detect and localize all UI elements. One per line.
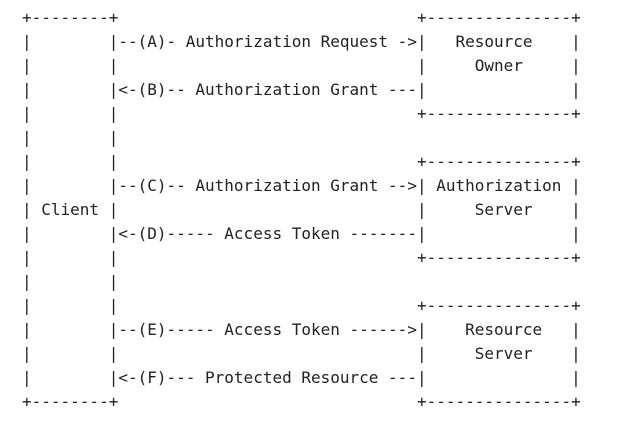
diagram-line-step-a: | |--(A)- Authorization Request ->| Reso… xyxy=(22,32,581,51)
diagram-line-auth-server-bottom: | | +---------------+ xyxy=(22,248,581,267)
diagram-line-spacer-2: | | xyxy=(22,272,119,291)
diagram-line-resource-server-label: | | | Server | xyxy=(22,344,581,363)
diagram-line-auth-server-top: | | +---------------+ xyxy=(22,152,581,171)
diagram-line-client-top: +--------+ +---------------+ xyxy=(22,8,581,27)
diagram-line-resource-owner-bottom: | | +---------------+ xyxy=(22,104,581,123)
diagram-line-client-label: | Client | | Server | xyxy=(22,200,581,219)
diagram-line-step-c: | |--(C)-- Authorization Grant -->| Auth… xyxy=(22,176,581,195)
oauth-flow-diagram: +--------+ +---------------+ | |--(A)- Au… xyxy=(22,6,581,414)
diagram-line-resource-server-top: | | +---------------+ xyxy=(22,296,581,315)
diagram-line-step-b: | |<-(B)-- Authorization Grant ---| | xyxy=(22,80,581,99)
diagram-line-step-e: | |--(E)----- Access Token ------>| Reso… xyxy=(22,320,581,339)
diagram-line-spacer-1: | | xyxy=(22,128,119,147)
diagram-line-step-d: | |<-(D)----- Access Token -------| | xyxy=(22,224,581,243)
diagram-line-step-f: | |<-(F)--- Protected Resource ---| | xyxy=(22,368,581,387)
diagram-line-client-bottom: +--------+ +---------------+ xyxy=(22,392,581,411)
diagram-line-resource-owner-label: | | | Owner | xyxy=(22,56,581,75)
